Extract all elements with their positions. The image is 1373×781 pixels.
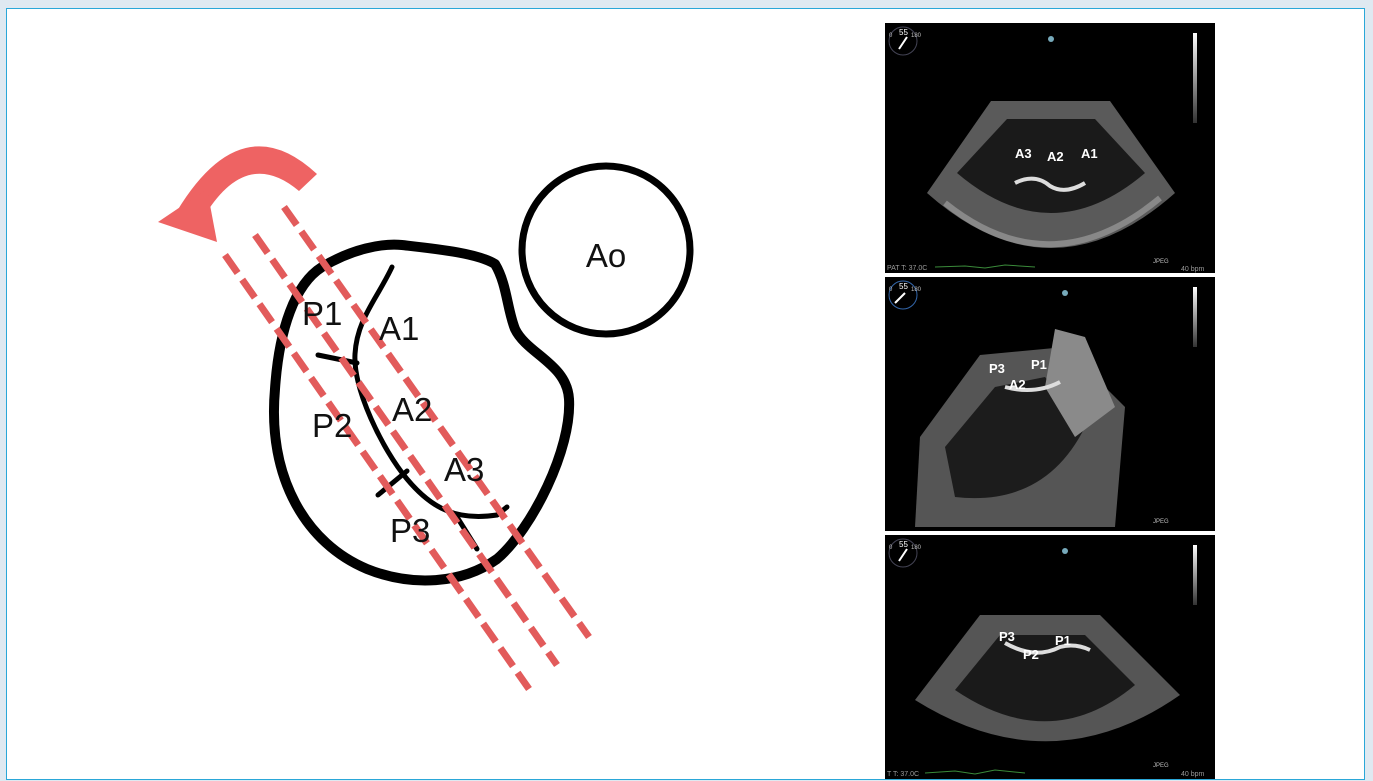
segment-label-a2: A2 — [392, 391, 432, 428]
aorta-label: Ao — [586, 237, 626, 274]
echo-image-panel-2: 0 55 180 P3 P1 A2 JPEG — [885, 277, 1215, 531]
echo2-label-p3: P3 — [989, 361, 1005, 376]
echo1-label-a1: A1 — [1081, 146, 1098, 161]
echo2-label-p1: P1 — [1031, 357, 1047, 372]
rotation-arrow-icon — [158, 146, 317, 242]
dial-scale-min: 0 — [889, 545, 893, 551]
echo3-heart-rate: 40 bpm — [1181, 771, 1205, 778]
echo3-label-p2: P2 — [1023, 647, 1039, 662]
echo1-format: JPEG — [1153, 259, 1169, 265]
probe-angle-value: 55 — [899, 28, 908, 37]
echo1-label-a3: A3 — [1015, 146, 1032, 161]
segment-label-p3: P3 — [390, 512, 430, 549]
grayscale-bar — [1193, 545, 1197, 605]
ecg-trace — [935, 265, 1035, 268]
echo3-format: JPEG — [1153, 763, 1169, 769]
echo3-temperature: T T: 37.0C — [887, 771, 919, 778]
dial-scale-min: 0 — [889, 33, 893, 39]
probe-angle-value: 55 — [899, 540, 908, 549]
mitral-valve-schematic: Ao P1 A1 P2 A2 A3 P3 — [7, 9, 867, 781]
echo3-label-p1: P1 — [1055, 633, 1071, 648]
echo1-temperature: PAT T: 37.0C — [887, 265, 927, 272]
figure-frame: Ao P1 A1 P2 A2 A3 P3 — [6, 8, 1365, 780]
orientation-marker-icon — [1048, 36, 1054, 42]
segment-label-a1: A1 — [379, 310, 419, 347]
dial-scale-max: 180 — [911, 287, 922, 293]
orientation-marker-icon — [1062, 290, 1068, 296]
grayscale-bar — [1193, 287, 1197, 347]
echo-image-panel-1: 0 55 180 A3 A2 A1 PAT T: 37.0C JPEG 40 b… — [885, 23, 1215, 273]
segment-label-p1: P1 — [302, 295, 342, 332]
probe-angle-value: 55 — [899, 282, 908, 291]
dial-scale-max: 180 — [911, 545, 922, 551]
echo1-label-a2: A2 — [1047, 149, 1064, 164]
grayscale-bar — [1193, 33, 1197, 123]
echo-image-panel-3: 0 55 180 P3 P2 P1 T T: 37.0C JPEG 40 bpm — [885, 535, 1215, 779]
dial-scale-max: 180 — [911, 33, 922, 39]
echo3-label-p3: P3 — [999, 629, 1015, 644]
dial-scale-min: 0 — [889, 287, 893, 293]
segment-label-p2: P2 — [312, 407, 352, 444]
orientation-marker-icon — [1062, 548, 1068, 554]
ecg-trace — [925, 770, 1025, 774]
echo1-heart-rate: 40 bpm — [1181, 266, 1205, 273]
segment-label-a3: A3 — [444, 451, 484, 488]
echo2-format: JPEG — [1153, 519, 1169, 525]
echo2-label-a2: A2 — [1009, 377, 1026, 392]
